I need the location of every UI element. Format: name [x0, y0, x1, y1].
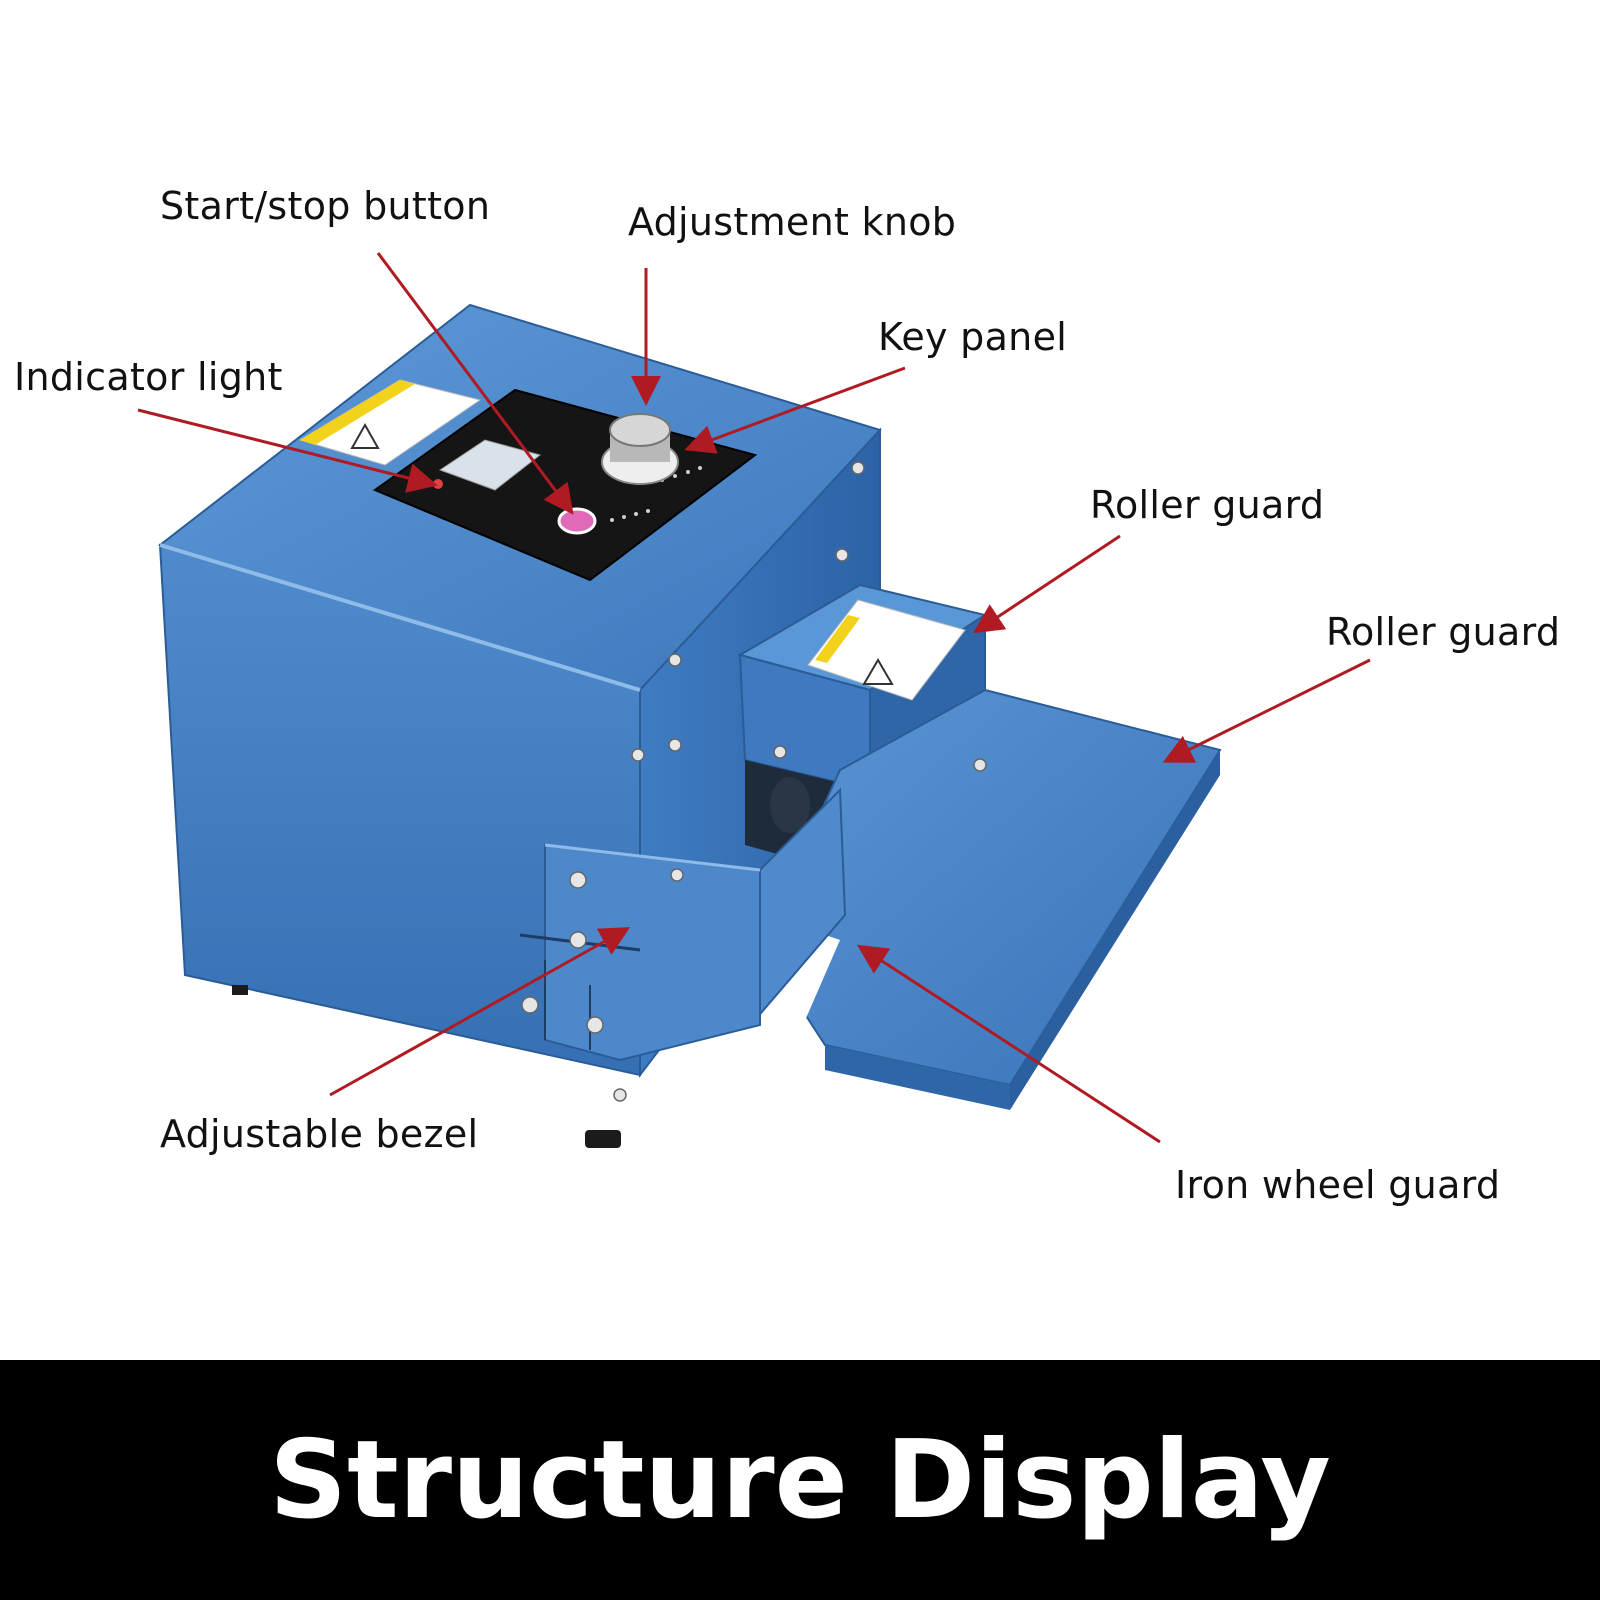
label-start-stop-button: Start/stop button [160, 184, 491, 228]
indicator-light-shape [433, 479, 443, 489]
arrow-iron-wheel-guard [856, 944, 1161, 1144]
footer-banner: Structure Display [0, 1360, 1600, 1600]
label-roller-guard-2: Roller guard [1326, 610, 1561, 654]
arrow-start-stop [376, 252, 574, 515]
machine-illustration [137, 252, 1371, 1148]
warning-label-top [298, 379, 482, 466]
arrow-adjustable-bezel [329, 927, 631, 1097]
diagram-stage: Start/stop button Adjustment knob Key pa… [14, 184, 1561, 1207]
arrow-roller-guard-1 [972, 534, 1121, 634]
adjustment-knob-shape [609, 413, 671, 447]
start-stop-button-shape [557, 507, 597, 535]
label-adjustment-knob: Adjustment knob [628, 200, 957, 244]
footer-title: Structure Display [269, 1417, 1331, 1543]
arrow-key-panel [684, 366, 906, 454]
label-roller-guard-1: Roller guard [1090, 483, 1325, 527]
arrow-roller-guard-2 [1162, 658, 1371, 763]
label-key-panel: Key panel [878, 315, 1068, 359]
label-indicator-light: Indicator light [14, 355, 283, 399]
arrow-indicator-light [137, 408, 438, 493]
label-adjustable-bezel: Adjustable bezel [160, 1112, 479, 1156]
label-iron-wheel-guard: Iron wheel guard [1175, 1163, 1501, 1207]
